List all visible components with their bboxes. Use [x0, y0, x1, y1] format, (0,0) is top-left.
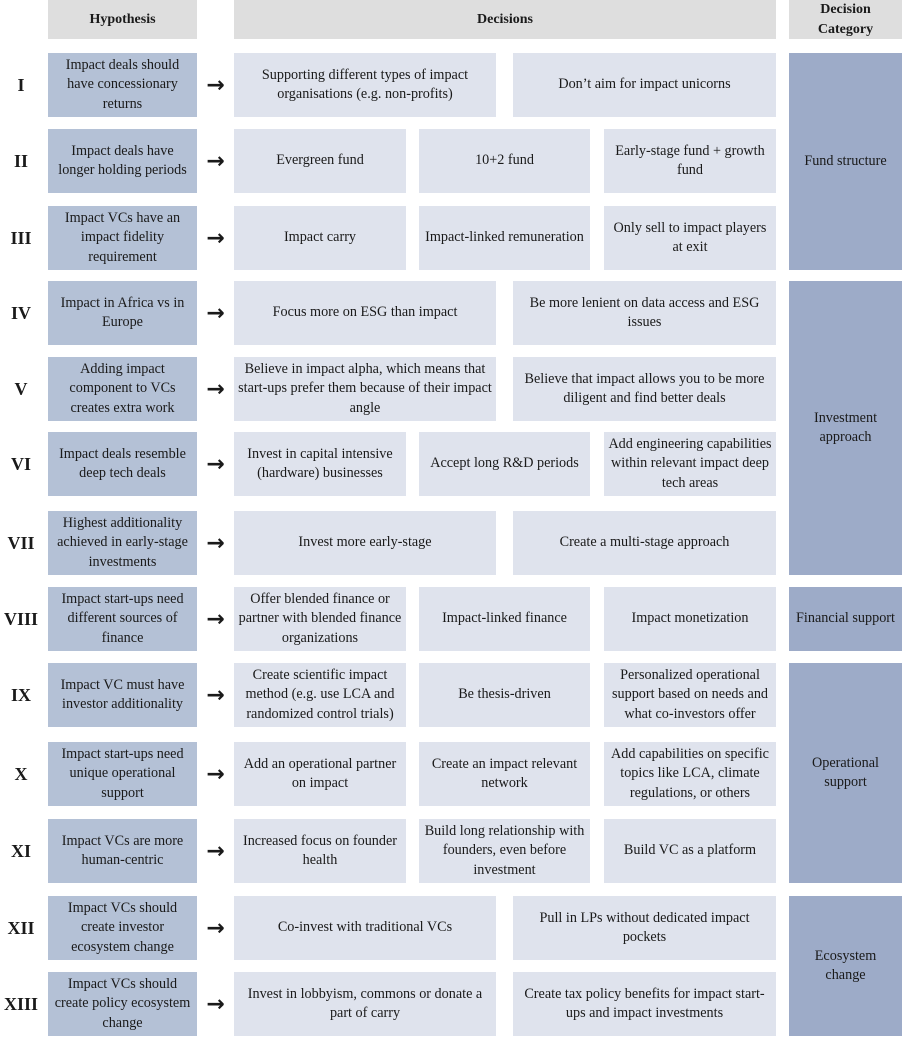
decision-box: Supporting different types of impact org…	[234, 53, 496, 117]
arrow-icon: →	[206, 761, 225, 787]
header-decision-category: Decision Category	[789, 0, 902, 39]
row-number: VI	[10, 453, 31, 474]
decision-box: Early-stage fund + growth fund	[604, 129, 776, 193]
header-hypothesis: Hypothesis	[48, 0, 197, 39]
hypothesis-box: Impact deals resemble deep tech deals	[48, 432, 197, 496]
decision-box: Create tax policy benefits for impact st…	[513, 972, 776, 1036]
arrow-icon: →	[206, 915, 225, 941]
decision-box: Co-invest with traditional VCs	[234, 896, 496, 960]
decision-box: Be thesis-driven	[419, 663, 590, 727]
hypothesis-box: Impact start-ups need unique operational…	[48, 742, 197, 806]
decision-box: Believe that impact allows you to be mor…	[513, 357, 776, 421]
row-number: XIII	[3, 993, 38, 1014]
decision-box: Build long relationship with founders, e…	[419, 819, 590, 883]
arrow-icon: →	[206, 300, 225, 326]
decision-box: Accept long R&D periods	[419, 432, 590, 496]
decision-box: Impact-linked finance	[419, 587, 590, 651]
hypothesis-box: Impact VCs should create investor ecosys…	[48, 896, 197, 960]
category-box: Operational support	[789, 663, 902, 883]
decision-box: Believe in impact alpha, which means tha…	[234, 357, 496, 421]
decision-box: Add an operational partner on impact	[234, 742, 406, 806]
decision-box: Build VC as a platform	[604, 819, 776, 883]
decision-box: Add capabilities on specific topics like…	[604, 742, 776, 806]
row-number: X	[14, 763, 28, 784]
decision-box: Only sell to impact players at exit	[604, 206, 776, 270]
arrow-icon: →	[206, 72, 225, 98]
decision-box: Create scientific impact method (e.g. us…	[234, 663, 406, 727]
decision-box: Pull in LPs without dedicated impact poc…	[513, 896, 776, 960]
decision-box: Be more lenient on data access and ESG i…	[513, 281, 776, 345]
arrow-icon: →	[206, 838, 225, 864]
decision-box: Impact-linked remuneration	[419, 206, 590, 270]
arrow-icon: →	[206, 225, 225, 251]
arrow-icon: →	[206, 451, 225, 477]
category-box: Ecosystem change	[789, 896, 902, 1036]
decision-box: Create a multi-stage approach	[513, 511, 776, 575]
row-number: XI	[10, 840, 31, 861]
decision-box: Evergreen fund	[234, 129, 406, 193]
decision-box: Add engineering capabilities within rele…	[604, 432, 776, 496]
decision-box: Invest in lobbyism, commons or donate a …	[234, 972, 496, 1036]
arrow-icon: →	[206, 530, 225, 556]
row-number: I	[17, 74, 25, 95]
decision-box: Invest more early-stage	[234, 511, 496, 575]
category-box: Financial support	[789, 587, 902, 651]
decision-box: Offer blended finance or partner with bl…	[234, 587, 406, 651]
hypothesis-box: Impact deals have longer holding periods	[48, 129, 197, 193]
row-number: III	[10, 227, 32, 248]
row-number: IV	[10, 302, 31, 323]
category-box: Investment approach	[789, 281, 902, 575]
row-number: VIII	[3, 608, 38, 629]
row-number: V	[14, 378, 28, 399]
row-number: IX	[10, 684, 31, 705]
hypothesis-box: Adding impact component to VCs creates e…	[48, 357, 197, 421]
hypothesis-box: Impact VCs should create policy ecosyste…	[48, 972, 197, 1036]
category-box: Fund structure	[789, 53, 902, 270]
decision-box: 10+2 fund	[419, 129, 590, 193]
arrow-icon: →	[206, 991, 225, 1017]
decision-box: Impact monetization	[604, 587, 776, 651]
hypothesis-box: Impact VCs are more human-centric	[48, 819, 197, 883]
row-number: XII	[7, 917, 35, 938]
row-number: VII	[7, 532, 35, 553]
hypothesis-box: Impact in Africa vs in Europe	[48, 281, 197, 345]
row-number: II	[13, 150, 28, 171]
hypothesis-box: Impact start-ups need different sources …	[48, 587, 197, 651]
arrow-icon: →	[206, 606, 225, 632]
decision-box: Focus more on ESG than impact	[234, 281, 496, 345]
decision-box: Invest in capital intensive (hardware) b…	[234, 432, 406, 496]
arrow-icon: →	[206, 148, 225, 174]
decision-box: Create an impact relevant network	[419, 742, 590, 806]
decision-box: Increased focus on founder health	[234, 819, 406, 883]
arrow-icon: →	[206, 682, 225, 708]
hypothesis-box: Impact VCs have an impact fidelity requi…	[48, 206, 197, 270]
hypothesis-box: Highest additionality achieved in early-…	[48, 511, 197, 575]
decision-box: Personalized operational support based o…	[604, 663, 776, 727]
decision-box: Don’t aim for impact unicorns	[513, 53, 776, 117]
hypothesis-box: Impact deals should have concessionary r…	[48, 53, 197, 117]
header-decisions: Decisions	[234, 0, 776, 39]
decision-box: Impact carry	[234, 206, 406, 270]
arrow-icon: →	[206, 376, 225, 402]
hypothesis-box: Impact VC must have investor additionali…	[48, 663, 197, 727]
